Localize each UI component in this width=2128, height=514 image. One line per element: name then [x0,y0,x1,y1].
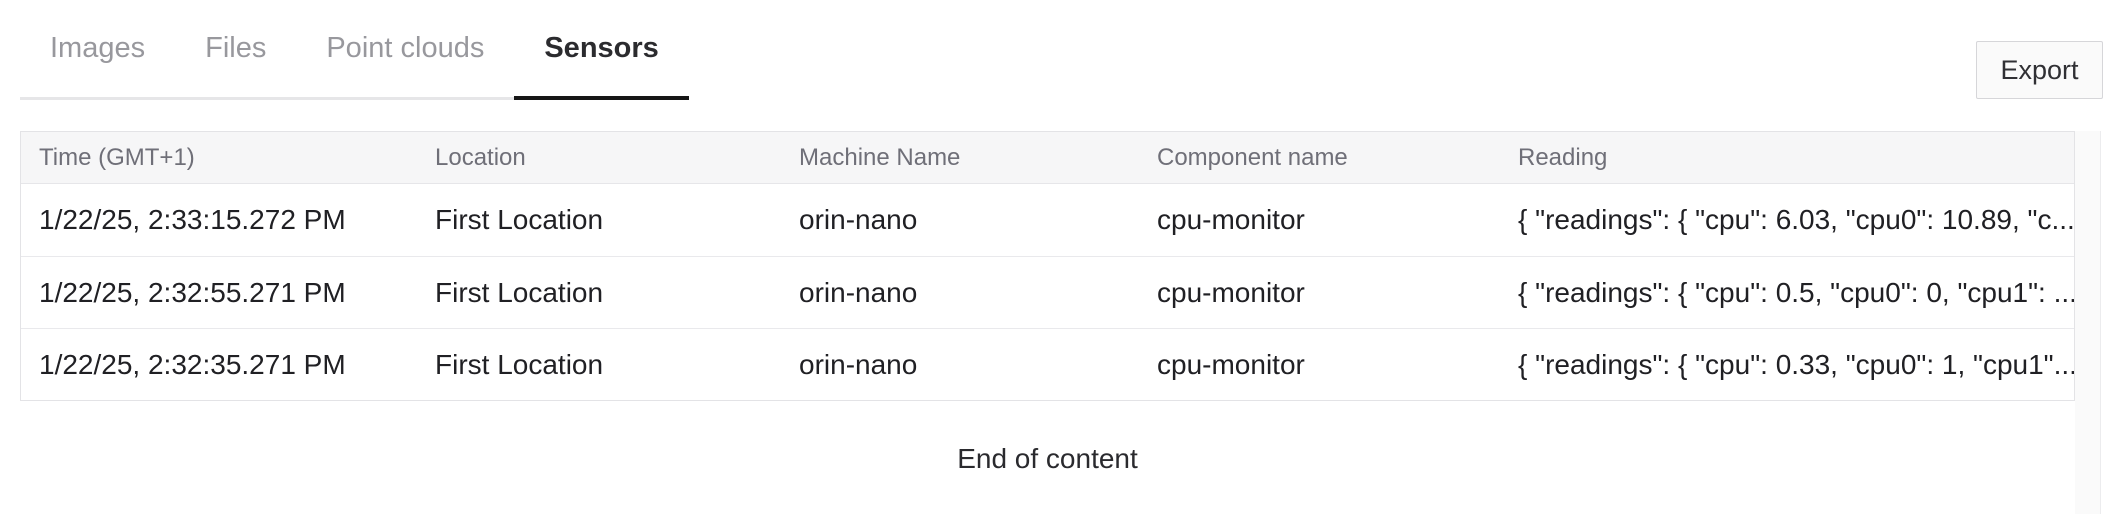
location-cell: First Location [435,348,604,380]
reading-cell: { "readings": { "cpu": 6.03, "cpu0": 10.… [1518,204,2074,235]
tab-sensors[interactable]: Sensors [514,0,690,100]
time-cell: 1/22/25, 2:32:55.271 PM [39,276,346,308]
tab-files[interactable]: Files [205,32,267,64]
table-row[interactable]: 1/22/25, 2:32:35.271 PM First Location o… [21,328,2074,400]
column-header-time: Time (GMT+1) [39,143,195,171]
machine-cell: orin-nano [799,348,918,380]
machine-cell: orin-nano [799,204,918,235]
component-cell: cpu-monitor [1157,276,1305,308]
reading-cell: { "readings": { "cpu": 0.33, "cpu0": 1, … [1518,348,2074,380]
end-of-content-label: End of content [957,443,1138,474]
table-header-row: Time (GMT+1) Location Machine Name Compo… [21,132,2074,184]
location-cell: First Location [435,204,604,235]
table-row[interactable]: 1/22/25, 2:32:55.271 PM First Location o… [21,256,2074,328]
column-header-reading: Reading [1518,143,1608,171]
column-header-component: Component name [1157,143,1348,171]
table-row[interactable]: 1/22/25, 2:33:15.272 PM First Location o… [21,184,2074,256]
vertical-scrollbar[interactable] [2075,131,2101,514]
time-cell: 1/22/25, 2:33:15.272 PM [39,204,346,235]
sensor-data-table: Time (GMT+1) Location Machine Name Compo… [20,131,2075,401]
reading-cell: { "readings": { "cpu": 0.5, "cpu0": 0, "… [1518,276,2074,308]
column-header-location: Location [435,143,526,171]
machine-cell: orin-nano [799,276,918,308]
component-cell: cpu-monitor [1157,348,1305,380]
tab-images[interactable]: Images [50,32,146,64]
column-header-machine: Machine Name [799,143,961,171]
location-cell: First Location [435,276,604,308]
component-cell: cpu-monitor [1157,204,1305,235]
export-button[interactable]: Export [1976,41,2103,99]
tab-list: Images Files Point clouds Sensors [20,0,690,100]
tab-point-clouds[interactable]: Point clouds [326,32,485,64]
time-cell: 1/22/25, 2:32:35.271 PM [39,348,346,380]
